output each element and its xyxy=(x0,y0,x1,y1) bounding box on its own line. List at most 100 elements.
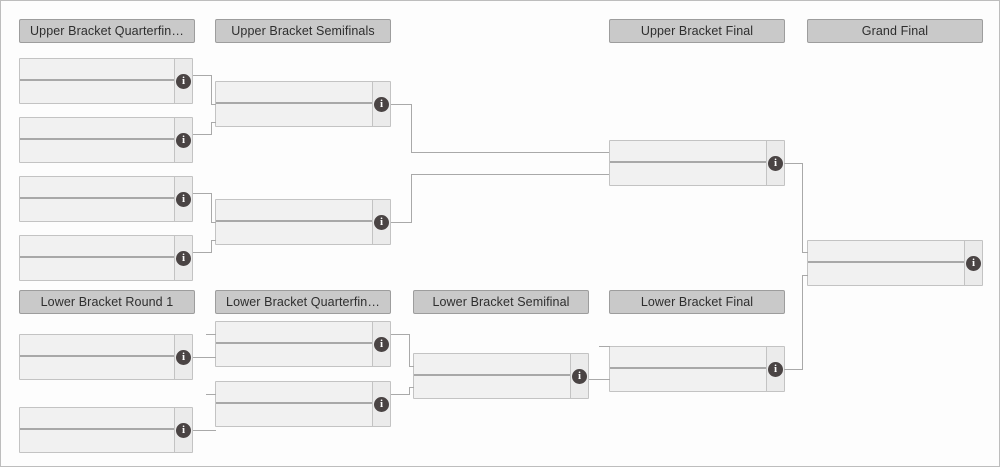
info-icon[interactable]: i xyxy=(374,336,389,352)
round-header-grand-final[interactable]: Grand Final xyxy=(807,19,983,43)
match-slot-top[interactable] xyxy=(20,177,174,199)
match-info-column: i xyxy=(174,177,192,221)
match-slot-top[interactable] xyxy=(20,335,174,357)
match-box-ubqf3[interactable]: i xyxy=(19,176,193,222)
info-icon[interactable]: i xyxy=(176,250,191,266)
round-header-upper-bracket-quarterfinals[interactable]: Upper Bracket Quarterfin… xyxy=(19,19,195,43)
connector-ubsf2-out xyxy=(391,222,411,223)
match-slot-top[interactable] xyxy=(216,382,372,404)
match-slot-top[interactable] xyxy=(610,347,766,369)
match-slots xyxy=(610,347,766,391)
match-slot-top[interactable] xyxy=(216,200,372,222)
match-box-upper-bracket-final[interactable]: i xyxy=(609,140,785,186)
connector-ubf-drop xyxy=(802,163,803,252)
match-slots xyxy=(216,82,372,126)
connector-ubqf3-drop xyxy=(211,193,212,222)
match-slot-bottom[interactable] xyxy=(216,104,372,126)
info-icon[interactable]: i xyxy=(374,396,389,412)
match-box-grand-final[interactable]: i xyxy=(807,240,983,286)
match-slot-bottom[interactable] xyxy=(20,81,174,103)
match-box-lbqf1[interactable]: i xyxy=(215,321,391,367)
match-box-ubsf2[interactable]: i xyxy=(215,199,391,245)
info-icon[interactable]: i xyxy=(966,255,981,271)
match-slot-bottom[interactable] xyxy=(20,430,174,452)
match-info-column: i xyxy=(372,322,390,366)
connector-ubsf1-in-top xyxy=(211,104,216,105)
match-slot-bottom[interactable] xyxy=(20,140,174,162)
match-slot-bottom[interactable] xyxy=(20,357,174,379)
match-slots xyxy=(20,335,174,379)
match-slot-top[interactable] xyxy=(216,322,372,344)
match-slot-top[interactable] xyxy=(20,236,174,258)
round-header-lower-bracket-semifinal[interactable]: Lower Bracket Semifinal xyxy=(413,290,589,314)
match-slot-top[interactable] xyxy=(808,241,964,263)
match-slots xyxy=(20,177,174,221)
connector-ubsf2-in-bottom xyxy=(211,240,216,241)
match-info-column: i xyxy=(372,382,390,426)
round-header-label: Lower Bracket Round 1 xyxy=(40,295,174,309)
info-icon[interactable]: i xyxy=(176,73,191,89)
match-slot-top[interactable] xyxy=(20,59,174,81)
match-slot-top[interactable] xyxy=(216,82,372,104)
info-icon[interactable]: i xyxy=(768,155,783,171)
connector-lbqf1-out xyxy=(391,334,409,335)
match-slot-bottom[interactable] xyxy=(20,258,174,280)
match-slot-top[interactable] xyxy=(414,354,570,376)
connector-ubf-in-top xyxy=(411,152,609,153)
round-header-label: Upper Bracket Semifinals xyxy=(231,24,375,38)
connector-gf-in-top xyxy=(802,252,808,253)
match-slot-bottom[interactable] xyxy=(216,222,372,244)
match-slot-top[interactable] xyxy=(20,408,174,430)
match-box-ubsf1[interactable]: i xyxy=(215,81,391,127)
info-icon[interactable]: i xyxy=(374,214,389,230)
match-info-column: i xyxy=(372,82,390,126)
match-box-lbr1m2[interactable]: i xyxy=(19,407,193,453)
match-box-lower-bracket-final[interactable]: i xyxy=(609,346,785,392)
info-icon[interactable]: i xyxy=(176,191,191,207)
connector-lbqf2-in-top-stub xyxy=(206,394,216,395)
match-box-ubqf1[interactable]: i xyxy=(19,58,193,104)
round-header-lower-bracket-round-1[interactable]: Lower Bracket Round 1 xyxy=(19,290,195,314)
match-slot-bottom[interactable] xyxy=(610,369,766,391)
round-header-upper-bracket-semifinals[interactable]: Upper Bracket Semifinals xyxy=(215,19,391,43)
match-slots xyxy=(808,241,964,285)
match-slot-top[interactable] xyxy=(610,141,766,163)
match-slot-bottom[interactable] xyxy=(610,163,766,185)
info-icon[interactable]: i xyxy=(176,132,191,148)
connector-ubqf2-out xyxy=(193,134,211,135)
match-slot-bottom[interactable] xyxy=(216,404,372,426)
match-box-lbr1m1[interactable]: i xyxy=(19,334,193,380)
match-slot-top[interactable] xyxy=(20,118,174,140)
info-icon[interactable]: i xyxy=(768,361,783,377)
match-slots xyxy=(20,118,174,162)
match-box-ubqf4[interactable]: i xyxy=(19,235,193,281)
match-slots xyxy=(216,382,372,426)
connector-lbf-rise xyxy=(802,275,803,370)
connector-ubqf1-drop xyxy=(211,75,212,104)
connector-lbr1m2-out xyxy=(193,430,216,431)
connector-lbqf2-out xyxy=(391,394,409,395)
round-header-lower-bracket-quarterfinals[interactable]: Lower Bracket Quarterfin… xyxy=(215,290,391,314)
connector-lbsf-out xyxy=(589,379,610,380)
match-slot-bottom[interactable] xyxy=(808,263,964,285)
match-info-column: i xyxy=(174,59,192,103)
round-header-label: Grand Final xyxy=(861,24,929,38)
match-info-column: i xyxy=(964,241,982,285)
match-slot-bottom[interactable] xyxy=(414,376,570,398)
match-info-column: i xyxy=(570,354,588,398)
match-slot-bottom[interactable] xyxy=(216,344,372,366)
info-icon[interactable]: i xyxy=(176,349,191,365)
info-icon[interactable]: i xyxy=(572,368,587,384)
match-slot-bottom[interactable] xyxy=(20,199,174,221)
round-header-label: Lower Bracket Semifinal xyxy=(432,295,570,309)
match-box-ubqf2[interactable]: i xyxy=(19,117,193,163)
connector-ubf-in-bottom xyxy=(411,174,609,175)
match-box-lbqf2[interactable]: i xyxy=(215,381,391,427)
info-icon[interactable]: i xyxy=(176,422,191,438)
match-box-lower-bracket-semifinal[interactable]: i xyxy=(413,353,589,399)
round-header-lower-bracket-final[interactable]: Lower Bracket Final xyxy=(609,290,785,314)
connector-lbqf1-drop xyxy=(409,334,410,366)
info-icon[interactable]: i xyxy=(374,96,389,112)
round-header-upper-bracket-final[interactable]: Upper Bracket Final xyxy=(609,19,785,43)
